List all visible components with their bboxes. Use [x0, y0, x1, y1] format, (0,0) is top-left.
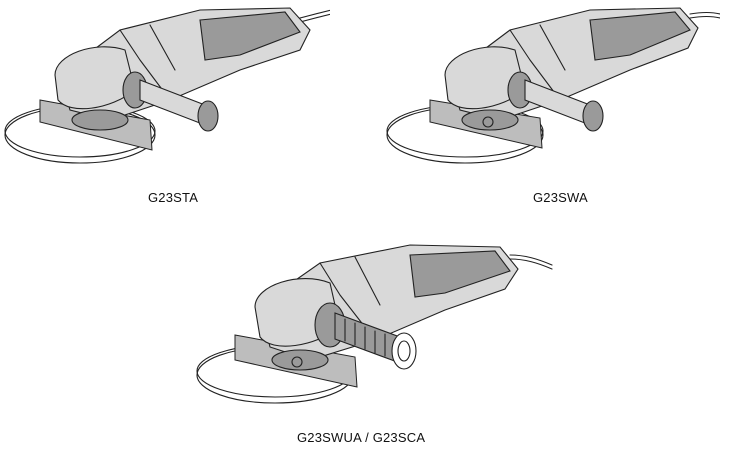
grinder-illustration-g23swua-g23sca — [180, 235, 560, 420]
figure-caption: G23SWUA / G23SCA — [297, 430, 426, 445]
grinder-illustration-g23swa — [380, 0, 720, 175]
figure-caption: G23SWA — [533, 190, 588, 205]
grinder-illustration-g23sta — [0, 0, 330, 175]
figure-caption: G23STA — [148, 190, 199, 205]
